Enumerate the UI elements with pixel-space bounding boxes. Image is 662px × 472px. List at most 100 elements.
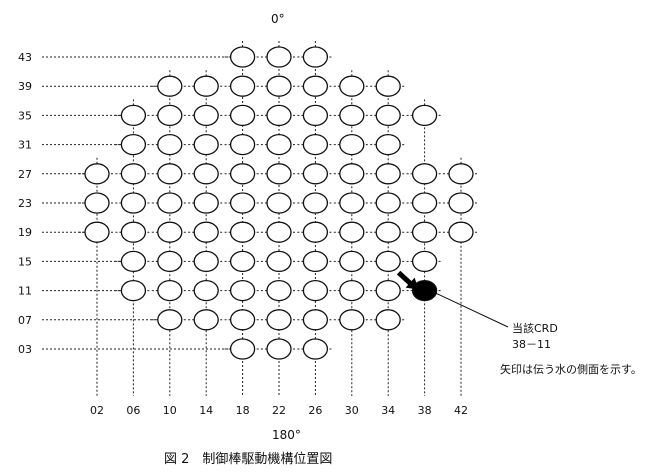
rod-circle [339,221,365,243]
rod-circle [266,104,292,127]
rod-circle [375,163,401,185]
rod-circle [193,133,219,156]
rod-circle [120,250,147,273]
rod-circle [193,192,219,214]
rod-circle [302,279,329,302]
rod-circle [229,192,256,214]
rod-circle [229,46,256,68]
column-label: 06 [126,404,140,417]
rod-circle [302,46,329,68]
rod-circle [339,133,365,156]
rod-circle [157,163,183,185]
column-label: 34 [381,404,395,417]
rod-circle [302,221,329,243]
rod-circle [120,163,147,185]
rod-circle [157,309,183,331]
rod-circle [375,133,401,156]
row-label: 07 [18,314,32,327]
rod-circle [84,163,110,185]
rod-circle [193,309,219,331]
rod-circle [411,163,438,185]
column-label: 22 [272,404,286,417]
rod-circle [411,250,438,273]
row-label: 03 [18,343,32,356]
arrow-head [405,277,419,290]
rod-circle [339,192,365,214]
rod-circle [193,221,219,243]
figure-caption: 図 2 制御棒駆動機構位置図 [164,452,333,467]
rod-circle [157,192,183,214]
rod-circle [339,104,365,127]
rod-circle [375,309,401,331]
column-label: 42 [454,404,468,417]
rod-circle [120,279,147,302]
rod-circle [339,309,365,331]
column-label: 14 [199,404,213,417]
top-label: 0° [271,12,285,26]
rod-circle [302,250,329,273]
highlighted-rod-circle [411,279,438,302]
rod-circle [302,133,329,156]
rod-circle [375,279,401,302]
rod-circle [229,133,256,156]
annotation-crd-id: 38－11 [512,338,551,351]
rod-circle [375,250,401,273]
row-label: 11 [18,285,32,298]
rod-circle [229,163,256,185]
row-label: 23 [18,197,32,210]
rod-circle [302,338,329,360]
rod-circle [120,104,147,127]
rod-circle [339,279,365,302]
annotation-leader [434,292,509,328]
row-label: 39 [18,80,32,93]
rod-circle [411,192,438,214]
column-label: 10 [163,404,177,417]
row-label: 19 [18,226,32,239]
rod-circle [120,221,147,243]
rod-circle [229,104,256,127]
rod-circle [193,163,219,185]
rod-circle [266,221,292,243]
rod-circle [120,192,147,214]
rod-circle [266,250,292,273]
rod-circle [266,338,292,360]
rod-circle [375,221,401,243]
rod-circle [266,46,292,68]
rod-circle [229,75,256,97]
rod-circle [266,75,292,97]
row-label: 27 [18,168,32,181]
rod-circle [157,221,183,243]
rod-circle [302,75,329,97]
rod-circle [448,163,474,185]
column-label: 30 [345,404,359,417]
rod-circle [229,221,256,243]
column-label: 26 [308,404,322,417]
row-label: 15 [18,255,32,268]
rod-circle [229,309,256,331]
rod-circle [157,250,183,273]
rod-circle [375,75,401,97]
rod-circle [157,75,183,97]
rod-circle [229,338,256,360]
annotation-crd-label: 当該CRD [512,322,558,335]
rod-circle [339,163,365,185]
rod-circle [157,279,183,302]
rod-circle [193,75,219,97]
rod-circle [266,192,292,214]
rod-circle [411,221,438,243]
arrow-shaft [396,270,413,286]
rod-circle [229,279,256,302]
rod-circle [84,221,110,243]
rod-circle [157,133,183,156]
rod-circle [302,309,329,331]
rod-circle [339,250,365,273]
rod-circle [375,192,401,214]
rod-circle [302,192,329,214]
rod-circle [448,221,474,243]
column-label: 38 [418,404,432,417]
rod-circle [266,309,292,331]
rod-circle [375,104,401,127]
rod-circle [266,133,292,156]
rod-circle [302,163,329,185]
